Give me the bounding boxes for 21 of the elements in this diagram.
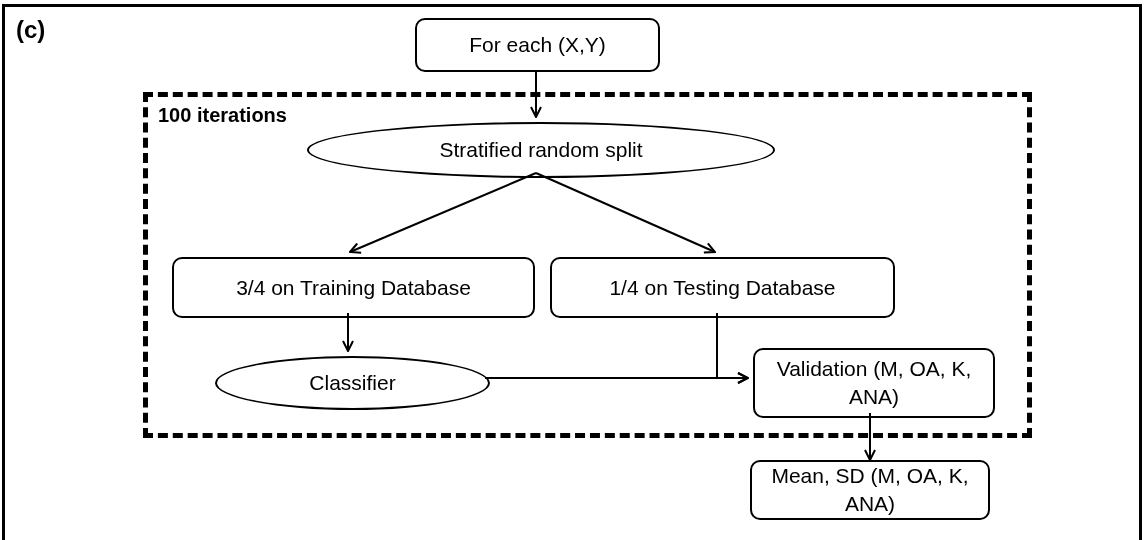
- node-label: 1/4 on Testing Database: [609, 274, 836, 301]
- arrow: [716, 312, 749, 384]
- node-label: For each (X,Y): [469, 32, 606, 58]
- process-box: [415, 18, 660, 72]
- process-box: [750, 460, 990, 520]
- process-box: [550, 257, 895, 318]
- node-label: Validation (M, OA, K, ANA): [775, 356, 973, 410]
- arrow: [349, 172, 537, 254]
- arrow: [342, 312, 354, 352]
- process-box: [753, 348, 995, 418]
- node-label: Stratified random split: [439, 137, 643, 163]
- loop-heading: 100 iterations: [158, 103, 287, 128]
- panel-label: (c): [16, 15, 46, 45]
- arrow: [530, 71, 542, 118]
- arrow: [535, 172, 716, 254]
- node-label: Classifier: [309, 370, 396, 396]
- process-box: [172, 257, 535, 318]
- node-label: 3/4 on Training Database: [236, 274, 471, 301]
- arrow: [864, 412, 876, 461]
- node-label: Mean, SD (M, OA, K, ANA): [770, 463, 970, 517]
- dashed-loop-region: [143, 92, 1032, 438]
